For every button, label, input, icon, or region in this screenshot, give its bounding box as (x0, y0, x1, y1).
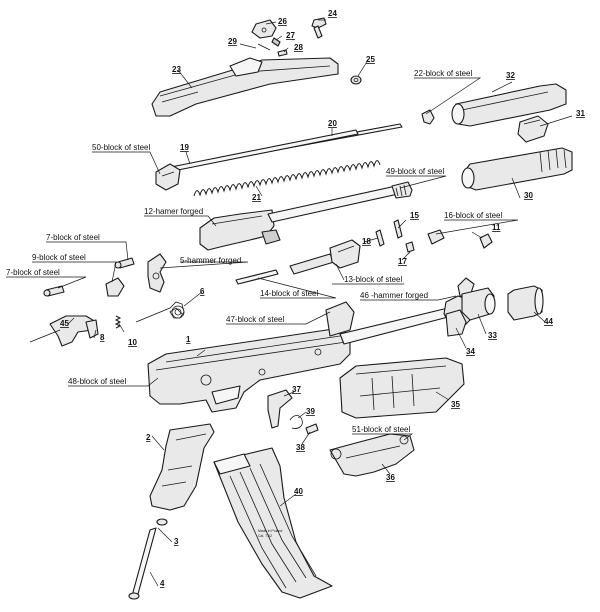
callout-12: 12-hamer forged (144, 207, 203, 216)
callout-50: 50-block of steel (92, 143, 150, 152)
part-4-grip-screw (128, 527, 157, 600)
callout-45: 45 (60, 319, 69, 328)
callout-16: 16-block of steel (444, 211, 502, 220)
part-17-pin (405, 241, 415, 253)
part-11-pin (479, 233, 493, 249)
callout-24: 24 (328, 9, 337, 18)
callout-26: 26 (278, 17, 287, 26)
part-8-trigger-spring (85, 319, 99, 339)
part-7b-axis-pin (43, 285, 65, 297)
callout-1: 1 (186, 335, 191, 344)
callout-22: 22-block of steel (414, 69, 472, 78)
callout-5: 5-hammer forged (180, 256, 241, 265)
callout-30: 30 (524, 191, 533, 200)
magazine-marking-line2: Cal. 7,62 (258, 534, 272, 538)
part-22-retainer (421, 109, 435, 125)
part-6-hammer-spring (135, 301, 185, 323)
part-34-barrel-nut (445, 309, 467, 337)
part-28-small-screw (277, 49, 288, 57)
part-49-piston-rod (267, 181, 413, 223)
callout-31: 31 (576, 109, 585, 118)
part-27-pin (271, 37, 281, 47)
callout-37: 37 (292, 385, 301, 394)
part-35-lower-handguard (339, 357, 465, 419)
part-40-magazine: Made in Poland Cal. 7,62 (213, 447, 333, 599)
part-12-bolt-carrier (199, 209, 281, 251)
callout-21: 21 (252, 193, 261, 202)
part-23-top-cover (151, 57, 339, 117)
callout-4: 4 (160, 579, 165, 588)
part-39-spring (289, 415, 303, 429)
part-18-pin (375, 229, 385, 247)
part-9-disconnector (105, 277, 125, 297)
callout-36: 36 (386, 473, 395, 482)
part-47-barrel (325, 301, 453, 345)
part-5-hammer (147, 253, 167, 293)
part-37-selector (267, 389, 293, 429)
callout-8: 8 (100, 333, 105, 342)
part-26-rear-sight-leaf (251, 19, 277, 39)
callout-27: 27 (286, 31, 295, 40)
part-44-muzzle-device (507, 285, 544, 321)
callout-34: 34 (466, 347, 475, 356)
callout-32: 32 (506, 71, 515, 80)
callout-20: 20 (328, 119, 337, 128)
part-24-sight-screw (311, 17, 327, 39)
part-36-stock-hinge (329, 433, 415, 477)
callout-15: 15 (410, 211, 419, 220)
callout-2: 2 (146, 433, 151, 442)
callout-11: 11 (492, 223, 501, 232)
callout-7b: 7-block of steel (6, 268, 60, 277)
part-33-gas-block (461, 287, 496, 321)
callout-17: 17 (398, 257, 407, 266)
callout-47: 47-block of steel (226, 315, 284, 324)
callout-10: 10 (128, 338, 137, 347)
part-13-bolt (289, 239, 361, 275)
part-7a-axis-pin (114, 257, 135, 269)
callout-39: 39 (306, 407, 315, 416)
part-16-block (427, 229, 445, 245)
callout-19: 19 (180, 143, 189, 152)
callout-labels: 1 2 3 4 5-hammer forged 6 7-block of ste… (6, 9, 585, 588)
callout-33: 33 (488, 331, 497, 340)
callout-48: 48-block of steel (68, 377, 126, 386)
part-31-handguard-cap (517, 115, 549, 143)
part-1-receiver (147, 327, 351, 413)
part-14-firing-pin (235, 269, 279, 285)
part-29-sight-spring (257, 43, 271, 51)
magazine-marking-line1: Made in Poland (258, 529, 282, 533)
callout-35: 35 (451, 400, 460, 409)
callout-23: 23 (172, 65, 181, 74)
leader-lines (6, 19, 573, 587)
part-21-recoil-spring (193, 160, 381, 197)
callout-13: 13-block of steel (344, 275, 402, 284)
part-2-pistol-grip (149, 423, 215, 511)
callout-40: 40 (294, 487, 303, 496)
callout-46: 46 -hammer forged (360, 291, 428, 300)
part-50-guide-end-block (155, 163, 181, 191)
callout-44: 44 (544, 317, 553, 326)
callout-25: 25 (366, 55, 375, 64)
part-15-small-pin (393, 219, 403, 239)
callout-6: 6 (200, 287, 205, 296)
part-32-upper-handguard (451, 83, 567, 127)
callout-28: 28 (294, 43, 303, 52)
part-45-trigger (29, 315, 97, 347)
callout-29: 29 (228, 37, 237, 46)
callout-7a: 7-block of steel (46, 233, 100, 242)
part-25-washer (350, 75, 362, 85)
callout-14: 14-block of steel (260, 289, 318, 298)
part-30-gas-tube (461, 147, 573, 191)
part-38-pin (305, 423, 319, 435)
callout-49: 49-block of steel (386, 167, 444, 176)
part-19-recoil-guide (165, 129, 359, 173)
callout-9: 9-block of steel (32, 253, 86, 262)
part-3-grip-washer (156, 518, 168, 526)
callout-38: 38 (296, 443, 305, 452)
callout-3: 3 (174, 537, 179, 546)
callout-18: 18 (362, 237, 371, 246)
callout-51: 51-block of steel (352, 425, 410, 434)
